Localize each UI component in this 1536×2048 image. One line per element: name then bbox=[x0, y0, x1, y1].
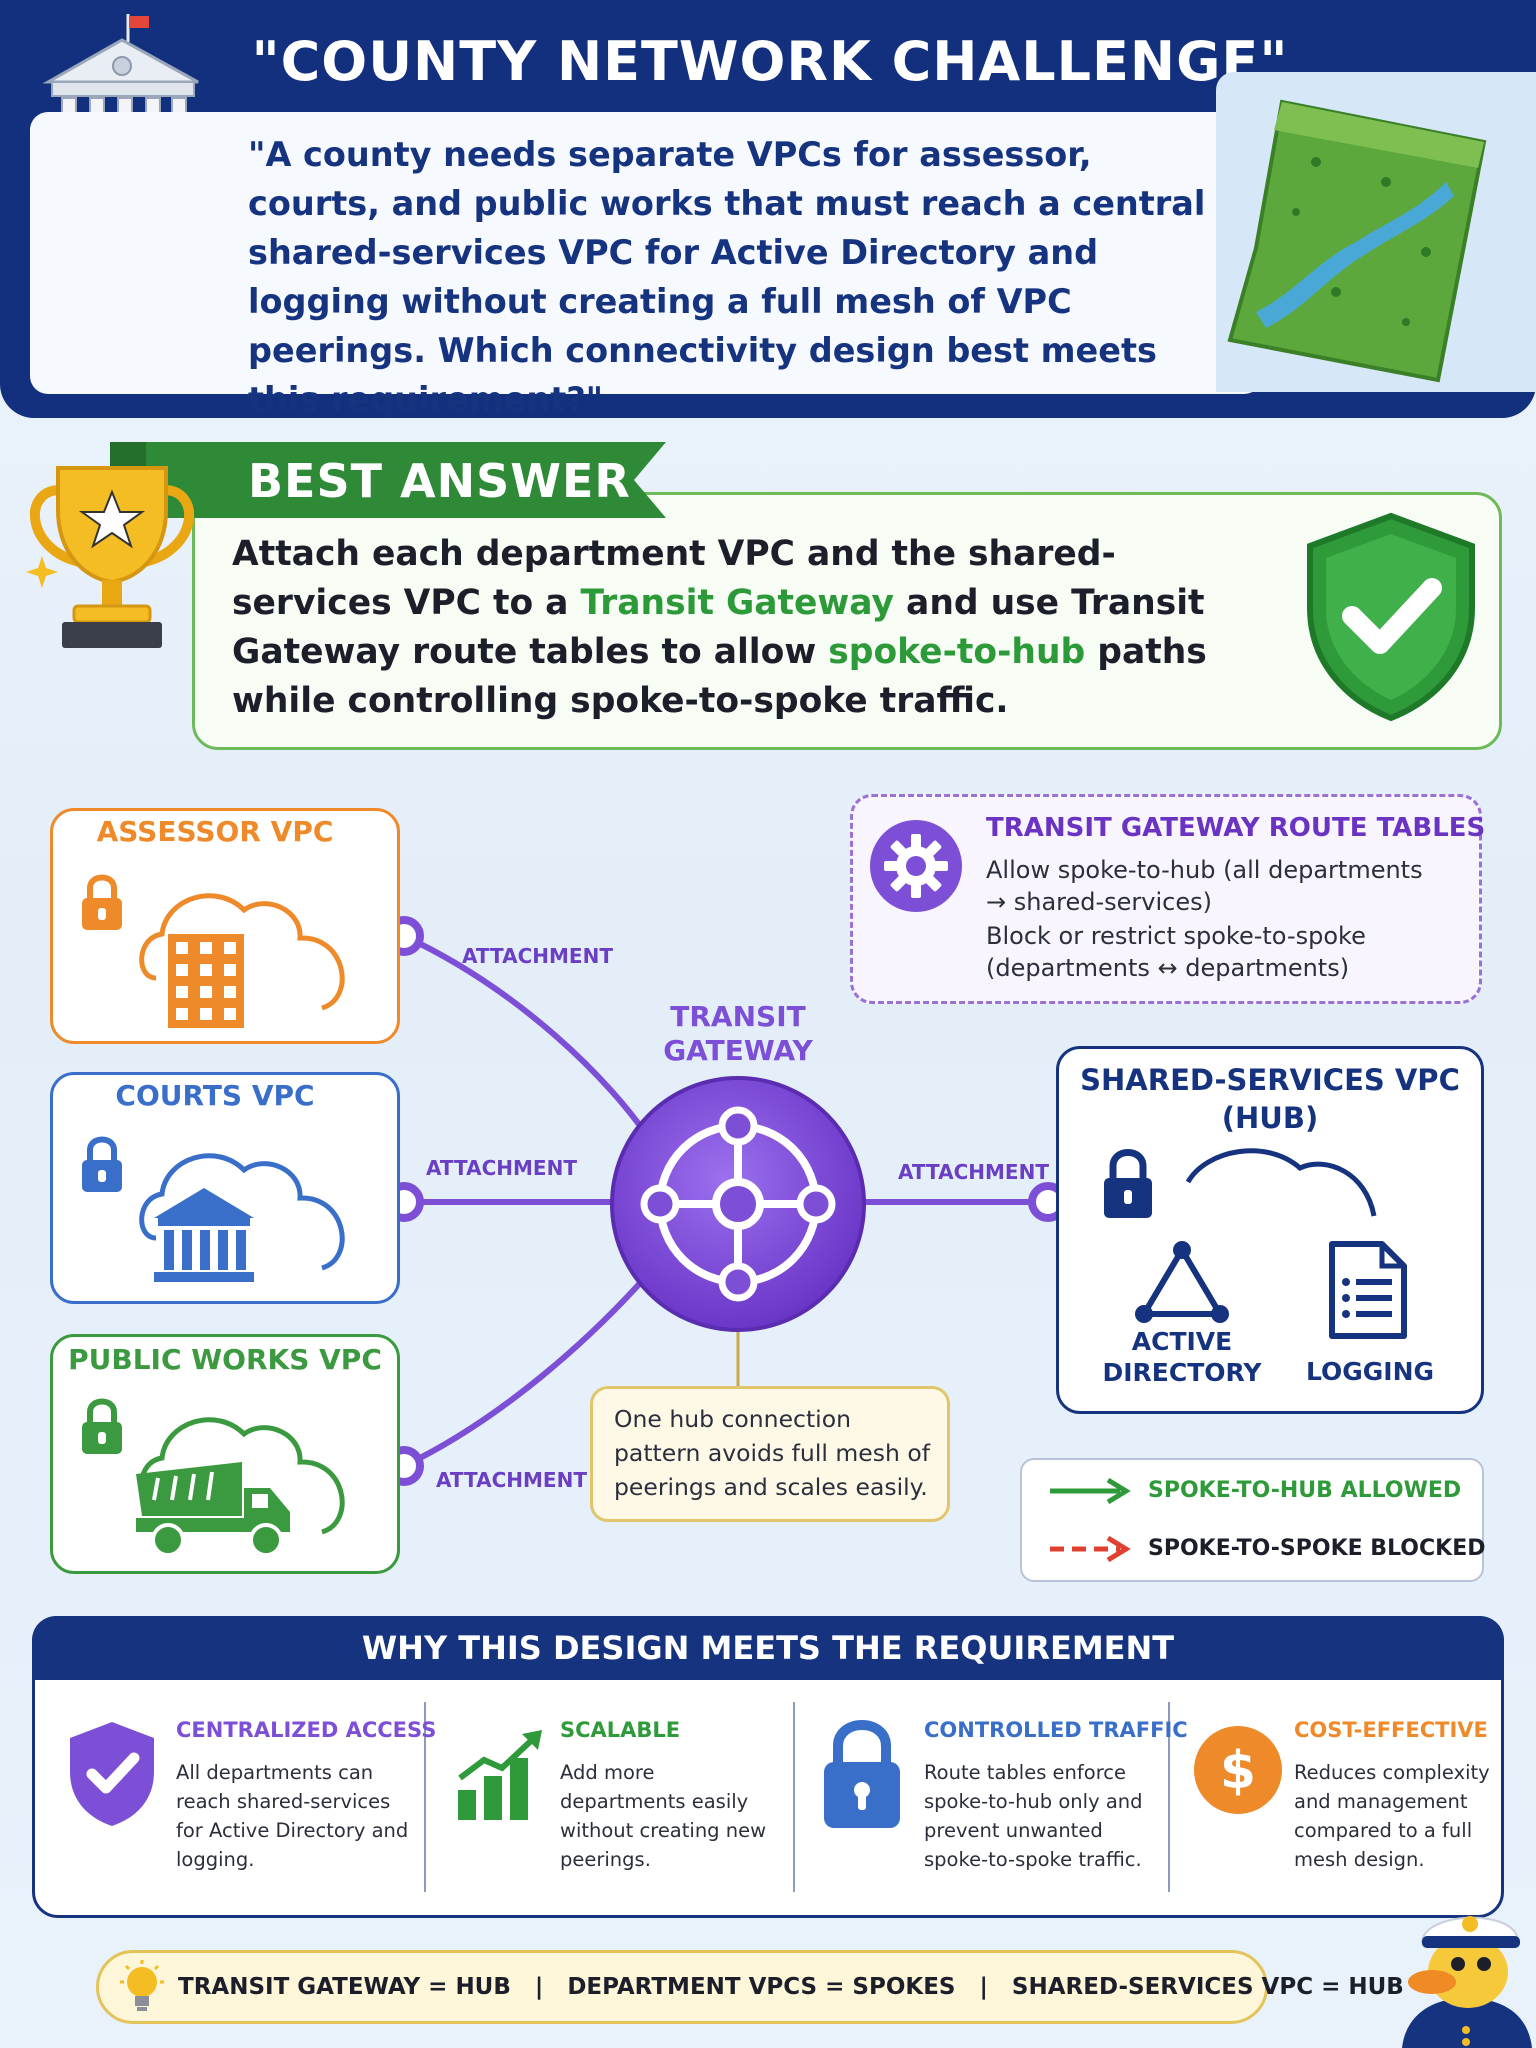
public-works-connection-line bbox=[402, 1270, 653, 1469]
answer-text-part-3: paths while controlling spoke-to-spoke t… bbox=[232, 632, 1207, 721]
answer-highlight-spoke-to-hub: spoke-to-hub bbox=[828, 632, 1086, 672]
shield-check-icon bbox=[1307, 512, 1475, 722]
hub-pattern-note bbox=[590, 1386, 950, 1522]
why-item-title: SCALABLE bbox=[560, 1718, 681, 1742]
assessor-cloud-building-icon bbox=[82, 874, 345, 1028]
answer-text-part-2: and use Transit Gateway route tables to … bbox=[232, 583, 1205, 672]
logging-label: LOGGING bbox=[1305, 1357, 1435, 1386]
best-answer-label: BEST ANSWER bbox=[248, 454, 631, 508]
legend-blocked-arrow-icon bbox=[1050, 1535, 1131, 1563]
transit-gateway-label: TRANSIT GATEWAY bbox=[663, 1000, 813, 1067]
summary-text: TRANSIT GATEWAY = HUB | DEPARTMENT VPCS … bbox=[178, 1974, 1404, 2000]
why-item-desc: All departments can reach shared-service… bbox=[176, 1761, 409, 1871]
public-works-cloud-truck-icon bbox=[82, 1398, 345, 1557]
shield-check-icon bbox=[70, 1722, 154, 1826]
why-item-title: COST-EFFECTIVE bbox=[1294, 1718, 1488, 1742]
county-map-icon bbox=[1227, 99, 1487, 383]
why-item-desc: Route tables enforce spoke-to-hub only a… bbox=[924, 1761, 1143, 1871]
svg-text:$: $ bbox=[1220, 1741, 1256, 1801]
answer-highlight-transit-gateway: Transit Gateway bbox=[580, 583, 895, 623]
active-directory-label: ACTIVE DIRECTORY bbox=[1102, 1327, 1262, 1387]
trophy-icon bbox=[26, 466, 194, 648]
growth-chart-icon bbox=[458, 1730, 542, 1820]
question-panel bbox=[30, 112, 1262, 394]
hub-cloud-lock-icon bbox=[1104, 1148, 1377, 1218]
why-section-header bbox=[32, 1616, 1504, 1680]
shared-services-vpc-title: SHARED-SERVICES VPC bbox=[1080, 1063, 1460, 1097]
assessor-connection-line bbox=[402, 933, 653, 1142]
courts-cloud-courthouse-icon bbox=[82, 1136, 345, 1282]
logging-document-icon bbox=[1329, 1241, 1407, 1339]
best-answer-text: Attach each department VPC and the share… bbox=[232, 530, 1272, 726]
legend-allowed-label: SPOKE-TO-HUB ALLOWED bbox=[1148, 1478, 1462, 1503]
legend-allowed-arrow-icon bbox=[1050, 1477, 1131, 1505]
active-directory-triangle-icon bbox=[1135, 1241, 1229, 1323]
shared-services-vpc-subtitle: (HUB) bbox=[1221, 1101, 1319, 1135]
county-map-panel bbox=[1216, 72, 1536, 392]
route-rule-line-3: Block or restrict spoke-to-spoke bbox=[986, 922, 1366, 950]
assessor-attachment-label: ATTACHMENT bbox=[462, 944, 613, 968]
assessor-vpc-title: ASSESSOR VPC bbox=[96, 815, 334, 848]
shared-services-vpc-box bbox=[1056, 1046, 1484, 1414]
route-tables-panel bbox=[850, 794, 1482, 1004]
hub-pattern-note-text: One hub connection pattern avoids full m… bbox=[614, 1405, 930, 1501]
why-item-title: CENTRALIZED ACCESS bbox=[176, 1718, 437, 1742]
duck-captain-mascot-icon bbox=[1402, 1916, 1532, 2048]
answer-text-part-1: Attach each department VPC and the share… bbox=[232, 534, 1116, 623]
why-item-title: CONTROLLED TRAFFIC bbox=[924, 1718, 1188, 1742]
courts-vpc-title: COURTS VPC bbox=[115, 1079, 315, 1112]
public-works-vpc-title: PUBLIC WORKS VPC bbox=[68, 1343, 382, 1376]
page-title: "COUNTY NETWORK CHALLENGE" bbox=[251, 30, 1289, 93]
public-works-attachment-label: ATTACHMENT bbox=[436, 1468, 587, 1492]
dollar-coin-icon: $ bbox=[1194, 1726, 1282, 1814]
padlock-icon bbox=[824, 1720, 900, 1828]
lightbulb-icon bbox=[120, 1960, 164, 2011]
summary-bar bbox=[96, 1950, 1268, 2024]
why-section-title: WHY THIS DESIGN MEETS THE REQUIREMENT bbox=[361, 1629, 1175, 1667]
courts-attachment-label: ATTACHMENT bbox=[426, 1156, 577, 1180]
why-item-desc: Add more departments easily without crea… bbox=[560, 1761, 767, 1871]
why-divider bbox=[793, 1702, 795, 1892]
why-item-desc: Reduces complexity and management compar… bbox=[1294, 1761, 1490, 1871]
route-tables-title: TRANSIT GATEWAY ROUTE TABLES bbox=[986, 813, 1486, 843]
why-divider bbox=[1168, 1702, 1170, 1892]
question-text: "A county needs separate VPCs for assess… bbox=[248, 135, 1206, 419]
route-rule-line-1: Allow spoke-to-hub (all departments bbox=[986, 856, 1423, 884]
legend-blocked-label: SPOKE-TO-SPOKE BLOCKED bbox=[1148, 1536, 1486, 1561]
gear-icon bbox=[870, 820, 962, 912]
route-rule-line-4: (departments ↔ departments) bbox=[986, 954, 1350, 982]
transit-gateway-hub-icon bbox=[610, 1076, 866, 1332]
hub-attachment-label: ATTACHMENT bbox=[898, 1160, 1049, 1184]
legend-box bbox=[1020, 1458, 1484, 1582]
route-rule-line-2: → shared-services) bbox=[986, 888, 1212, 916]
best-answer-card bbox=[192, 492, 1502, 750]
why-divider bbox=[424, 1702, 426, 1892]
